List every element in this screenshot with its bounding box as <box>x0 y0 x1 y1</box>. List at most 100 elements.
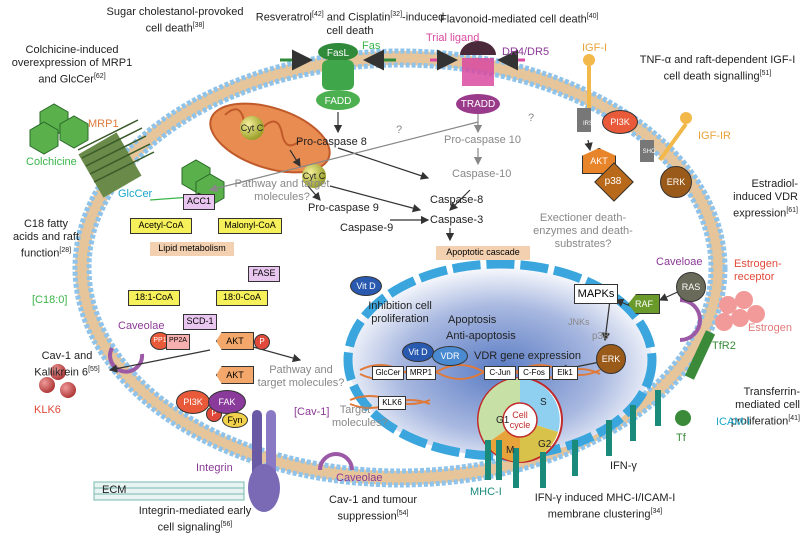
cell-membrane <box>72 48 728 488</box>
cytc-ball-2 <box>302 164 326 188</box>
node-fyn: Fyn <box>222 412 248 428</box>
label-procasp9: Pro-caspase 9 <box>308 202 379 214</box>
caption-cav1-kallikrein: Cav-1 and Kallikrein 6[55] <box>34 350 100 379</box>
cell-cycle-wheel <box>477 377 563 463</box>
node-fase: FASE <box>248 266 280 282</box>
label-fasl: FasL <box>326 48 350 59</box>
label-irs: IRS <box>582 121 593 127</box>
node-pi3k-top: PI3K <box>602 110 638 134</box>
cytc-ball-1 <box>240 116 264 140</box>
label-tfr2: TfR2 <box>712 340 736 352</box>
caption-cav1-tumour: Cav-1 and tumour suppression[54] <box>328 494 418 523</box>
node-pp1: PP1 <box>150 332 170 350</box>
caption-transferrin: Transferrin-mediated cell proliferation[… <box>730 386 800 428</box>
label-shc: SHC <box>642 149 656 155</box>
label-integrin: Integrin <box>196 462 233 474</box>
label-tf: Tf <box>676 432 686 444</box>
label-s: S <box>540 397 547 408</box>
node-vitd-2: Vit D <box>402 342 434 362</box>
label-casp3: Caspase-3 <box>430 214 484 226</box>
integrin-receptor <box>248 410 280 512</box>
label-caveolae-left: Caveolae <box>118 320 165 332</box>
label-tradd: TRADD <box>460 99 496 110</box>
estrogen-receptor-cluster <box>679 291 765 342</box>
node-cjun: C-Jun <box>484 366 516 380</box>
node-acc1: ACC1 <box>183 194 215 210</box>
label-caveolae-bottom: Caveolae <box>336 472 383 484</box>
label-glccer: GlcCer <box>118 188 153 200</box>
label-pathway-3: Pathway and target molecules? <box>257 364 345 389</box>
node-vdr: VDR <box>432 346 468 366</box>
death-receptor <box>430 41 525 114</box>
label-cav1-bracket: [Cav-1] <box>294 406 330 418</box>
label-jnks: JNKs <box>568 317 590 327</box>
mrp1-transporter <box>29 103 225 207</box>
label-procasp8: Pro-caspase 8 <box>296 136 367 148</box>
label-target-molecules: Target molecules? <box>332 404 388 429</box>
node-pp2a: PP2A <box>166 334 190 350</box>
node-cfos: C-Fos <box>518 366 550 380</box>
node-acetylcoa: Acetyl-CoA <box>130 218 192 234</box>
label-procasp10: Pro-caspase 10 <box>444 134 522 146</box>
caption-integrin: Integrin-mediated early cell signaling[5… <box>138 505 252 534</box>
caption-tnf: TNF-α and raft-dependent IGF-I cell deat… <box>639 54 796 83</box>
ecm-layer <box>93 481 245 501</box>
label-p38-mid: p38 <box>592 331 609 342</box>
node-akt-left: AKT <box>216 332 254 350</box>
label-p38-top: p38 <box>604 176 622 187</box>
label-caveolae-right: Caveloae <box>656 256 703 268</box>
label-igf1r: IGF-IR <box>698 130 731 142</box>
label-ifn-g: IFN-γ <box>610 460 637 472</box>
node-c18coa-0: 18:0-CoA <box>216 290 268 306</box>
label-cytc-1: Cyt C <box>240 123 264 133</box>
label-pathway-1: Pathway and target molecules? <box>234 178 330 203</box>
node-apoptotic-cascade: Apoptotic cascade <box>436 246 530 260</box>
node-klk6-dna: KLK6 <box>378 396 406 410</box>
label-ecm: ECM <box>102 484 127 496</box>
caveolae-shapes <box>108 347 354 471</box>
label-mhc: MHC-I <box>470 486 502 498</box>
klk6-spheres <box>39 364 76 398</box>
label-cytc-2: Cyt C <box>302 171 326 181</box>
mitochondrion <box>209 102 331 188</box>
caption-colchicine: Colchicine-induced overexpression of MRP… <box>11 44 133 86</box>
node-mapks: MAPKs <box>574 284 618 304</box>
label-qmark-1: ? <box>396 124 403 136</box>
node-lipid-metabolism: Lipid metabolism <box>150 242 234 256</box>
node-erk-mid: ERK <box>596 344 626 374</box>
mhc-icam-clusters <box>485 390 661 488</box>
label-g1: G1 <box>496 415 510 426</box>
caption-c18: C18 fatty acids and raft function[28] <box>12 218 80 260</box>
node-scd1: SCD-1 <box>183 314 217 330</box>
label-casp8: Caspase-8 <box>430 194 484 206</box>
caption-flavonoid: Flavonoid-mediated cell death[40] <box>440 13 599 26</box>
label-qmark-2: ? <box>528 112 535 124</box>
label-fas: Fas <box>362 40 381 52</box>
caption-resveratrol: Resveratrol[42] and Cisplatin[32]-induce… <box>255 11 445 37</box>
caption-ifn: IFN-γ induced MHC-I/ICAM-I membrane clus… <box>534 492 676 521</box>
label-inhibition: Inhibition cell proliferation <box>368 300 432 325</box>
label-apoptosis: Apoptosis <box>448 314 497 326</box>
label-igf1: IGF-I <box>582 42 608 54</box>
caption-estradiol: Estradiol-induced VDR expression[61] <box>733 178 798 220</box>
node-erk-top: ERK <box>660 166 692 198</box>
label-colchicine: Colchicine <box>26 156 77 168</box>
label-klk6: KLK6 <box>34 404 61 416</box>
node-akt-left-2: AKT <box>216 366 254 384</box>
label-casp9: Caspase-9 <box>340 222 394 234</box>
node-ras: RAS <box>676 272 706 302</box>
label-g2: G2 <box>538 439 552 450</box>
label-trial-ligand: Trial ligand <box>426 32 480 44</box>
node-elk1: Elk1 <box>552 366 578 380</box>
pathway-arrows <box>108 112 683 373</box>
caption-sugar: Sugar cholestanol-provoked cell death[38… <box>106 6 244 35</box>
node-p-1: P <box>254 334 270 350</box>
label-m: M <box>506 445 515 456</box>
label-casp10: Caspase-10 <box>452 168 512 180</box>
node-glccer-dna: GlcCer <box>372 366 404 380</box>
node-c18coa-1: 18:1-CoA <box>128 290 180 306</box>
node-mrp1-dna: MRP1 <box>406 366 436 380</box>
label-dr: DR4/DR5 <box>502 46 550 58</box>
igf-receptor <box>577 54 692 162</box>
